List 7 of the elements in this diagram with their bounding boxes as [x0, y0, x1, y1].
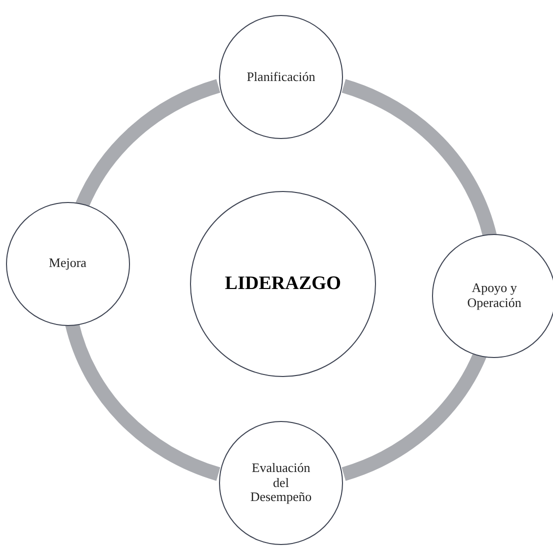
ring-segment: [76, 79, 221, 208]
node-label: LIDERAZGO: [224, 273, 342, 295]
node-label: Apoyo y Operación: [466, 281, 522, 312]
node-label: Mejora: [48, 256, 86, 272]
node-label: Evaluación del Desempeño: [249, 460, 313, 506]
node-label: Planificación: [246, 70, 316, 84]
ring-segment: [341, 352, 486, 481]
